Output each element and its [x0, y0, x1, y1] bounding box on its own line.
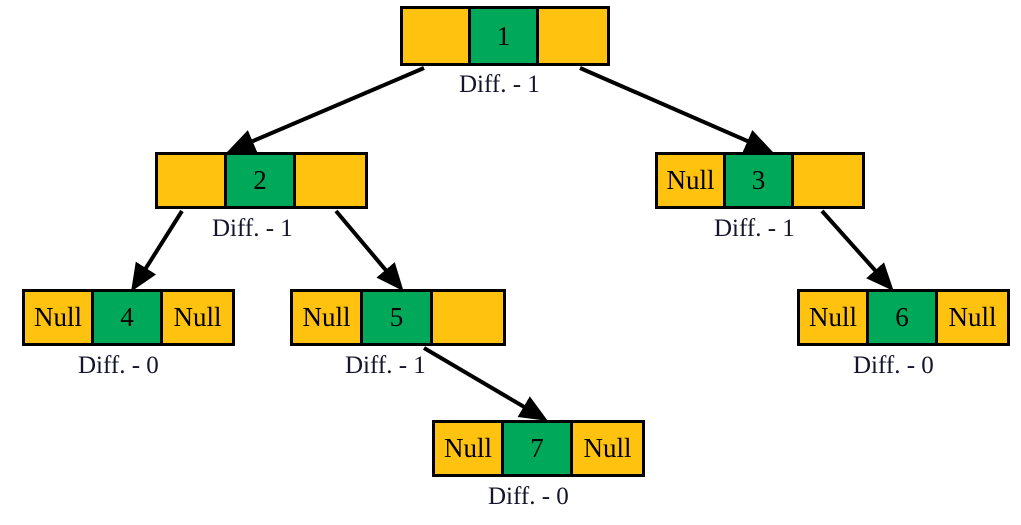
node-3-left-pointer-cell: Null	[658, 155, 726, 206]
edge-2-5	[334, 209, 404, 292]
tree-node-6[interactable]: Null 6 Null	[797, 289, 1010, 346]
node-3-value-cell: 3	[726, 155, 794, 206]
edge-1-3	[579, 66, 774, 153]
node-6-right-pointer-cell: Null	[938, 292, 1007, 343]
node-7-right-pointer-cell: Null	[573, 423, 642, 474]
node-3-diff-label: Diff. - 1	[714, 215, 795, 242]
node-5-right-pointer-cell	[433, 292, 503, 343]
node-4-left-pointer-cell: Null	[25, 292, 94, 343]
node-7-left-pointer-cell: Null	[435, 423, 504, 474]
edge-2-4	[131, 209, 184, 292]
node-1-value-cell: 1	[471, 9, 539, 63]
edge-3-6	[820, 209, 894, 292]
node-6-left-pointer-cell: Null	[800, 292, 869, 343]
node-2-value-cell: 2	[227, 155, 296, 206]
node-4-value-cell: 4	[94, 292, 163, 343]
node-2-right-pointer-cell	[296, 155, 365, 206]
node-6-value-cell: 6	[869, 292, 938, 343]
node-4-right-pointer-cell: Null	[163, 292, 232, 343]
node-2-diff-label: Diff. - 1	[212, 215, 293, 242]
node-7-diff-label: Diff. - 0	[488, 483, 569, 510]
node-5-value-cell: 5	[363, 292, 433, 343]
node-7-value-cell: 7	[504, 423, 573, 474]
edge-1-2	[226, 66, 425, 153]
node-4-diff-label: Diff. - 0	[78, 352, 159, 379]
node-3-right-pointer-cell	[794, 155, 862, 206]
tree-node-3[interactable]: Null 3	[655, 152, 865, 209]
node-6-diff-label: Diff. - 0	[853, 352, 934, 379]
tree-node-7[interactable]: Null 7 Null	[432, 420, 645, 477]
tree-node-1[interactable]: 1	[400, 6, 610, 66]
tree-node-2[interactable]: 2	[155, 152, 368, 209]
tree-node-5[interactable]: Null 5	[290, 289, 506, 346]
tree-node-4[interactable]: Null 4 Null	[22, 289, 235, 346]
node-1-diff-label: Diff. - 1	[459, 71, 540, 98]
node-1-right-pointer-cell	[539, 9, 607, 63]
node-1-left-pointer-cell	[403, 9, 471, 63]
edge-5-7	[422, 346, 548, 421]
node-5-left-pointer-cell: Null	[293, 292, 363, 343]
node-5-diff-label: Diff. - 1	[345, 352, 426, 379]
node-2-left-pointer-cell	[158, 155, 227, 206]
